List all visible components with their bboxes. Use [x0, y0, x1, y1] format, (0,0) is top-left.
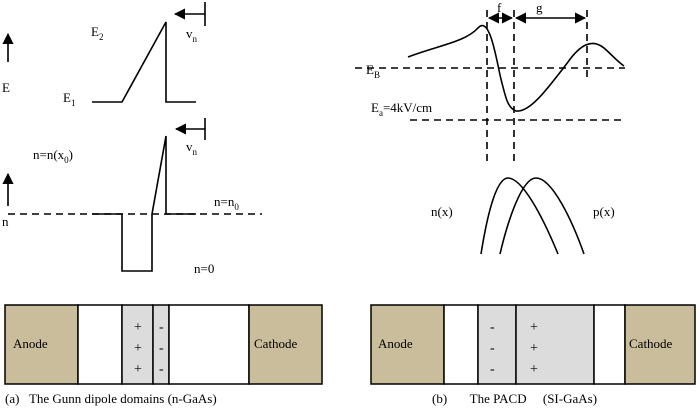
- accumulation-layer: [121, 304, 154, 385]
- positive-charge-sign: +: [530, 341, 538, 356]
- gunn-field-plot: E E2 E1 vn: [2, 2, 206, 108]
- hole-density-label: p(x): [593, 204, 615, 219]
- si-gaas-region-left: [443, 304, 479, 385]
- density-profile: [92, 135, 196, 272]
- cathode-label: Cathode: [629, 336, 673, 351]
- negative-charge-sign: -: [490, 320, 495, 335]
- positive-charge-sign: +: [530, 362, 538, 377]
- level-e2-label: E2: [91, 24, 103, 42]
- negative-charge-sign: -: [159, 362, 164, 377]
- caption-a: (a) The Gunn dipole domains (n-GaAs): [5, 391, 217, 406]
- positive-charge-sign: +: [134, 320, 142, 335]
- background-density-label: n=n0: [214, 194, 239, 212]
- velocity-label: vn: [186, 139, 198, 157]
- width-g-label: g: [536, 0, 543, 15]
- negative-charge-region: [477, 304, 517, 385]
- cathode-label: Cathode: [254, 336, 298, 351]
- negative-charge-sign: -: [159, 341, 164, 356]
- width-f-label: f: [497, 0, 502, 15]
- caption-b: (b) The PACD (SI-GaAs): [432, 391, 597, 406]
- positive-charge-sign: +: [134, 362, 142, 377]
- field-axis-label: E: [2, 80, 10, 95]
- si-gaas-region-right: [593, 304, 626, 385]
- electron-density-label: n(x): [431, 204, 453, 219]
- threshold-field-label: Ea=4kV/cm: [371, 100, 432, 118]
- density-axis-label: n: [2, 214, 9, 229]
- positive-charge-sign: +: [530, 320, 538, 335]
- velocity-label: vn: [186, 26, 198, 44]
- anode-contact: [370, 304, 445, 385]
- breakdown-field-label: EB: [366, 62, 380, 80]
- negative-charge-sign: -: [490, 362, 495, 377]
- pacd-device: Anode Cathode - - - + + +: [370, 304, 696, 385]
- anode-label: Anode: [13, 336, 48, 351]
- panel-a: E E2 E1 vn n n=n(x0) n=n0 n=0 vn Anode: [2, 2, 323, 406]
- peak-density-label: n=n(x0): [33, 147, 73, 165]
- cathode-contact: [624, 304, 696, 385]
- positive-charge-sign: +: [134, 341, 142, 356]
- n-gaas-region-right: [168, 304, 250, 385]
- anode-label: Anode: [378, 336, 413, 351]
- cathode-contact: [248, 304, 323, 385]
- zero-density-label: n=0: [194, 261, 214, 276]
- gunn-density-plot: n n=n(x0) n=n0 n=0 vn: [2, 118, 262, 276]
- pacd-carrier-plot: n(x) p(x): [431, 177, 615, 255]
- negative-charge-sign: -: [159, 320, 164, 335]
- level-e1-label: E1: [63, 90, 75, 108]
- n-gaas-region-left: [77, 304, 123, 385]
- pacd-field-plot: EB Ea=4kV/cm f g: [355, 0, 625, 165]
- field-profile-curve: [407, 24, 625, 112]
- positive-charge-region: [515, 304, 595, 385]
- gunn-device: Anode Cathode + + + - - -: [4, 304, 323, 385]
- field-domain-profile: [92, 21, 196, 103]
- electron-density-curve: [480, 177, 559, 255]
- negative-charge-sign: -: [490, 341, 495, 356]
- panel-b: EB Ea=4kV/cm f g n(x) p(x) Anode: [355, 0, 696, 406]
- hole-density-curve: [499, 177, 585, 255]
